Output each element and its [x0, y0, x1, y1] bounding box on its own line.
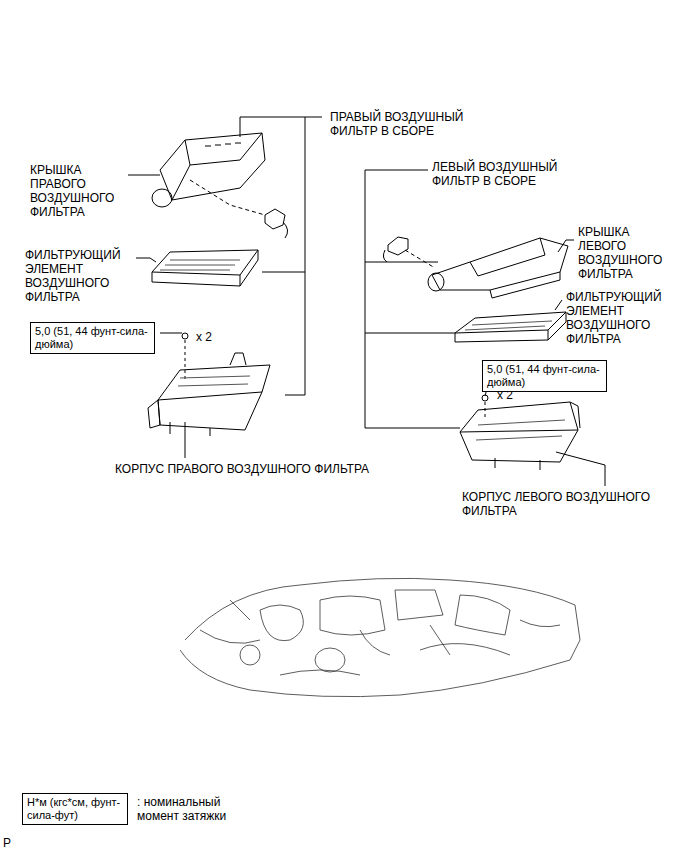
- part-name: ПРАВЫЙ ВОЗДУШНЫЙ ФИЛЬТР В СБОРЕ: [330, 110, 490, 138]
- quantity-label: P: [3, 836, 11, 850]
- part-name: КОРПУС ПРАВОГО ВОЗДУШНОГО ФИЛЬТРА: [115, 462, 369, 476]
- air-filter-case: [460, 395, 580, 470]
- quantity-label: x 2: [196, 330, 212, 344]
- part-name: КОРПУС ЛЕВОГО ВОЗДУШНОГО ФИЛЬТРА: [462, 490, 677, 518]
- air-filter-cover: [383, 237, 568, 298]
- filter-element: [455, 312, 566, 342]
- part-name: КРЫШКА ЛЕВОГО ВОЗДУШНОГО ФИЛЬТРА: [578, 225, 674, 281]
- air-filter-case: [148, 333, 270, 436]
- part-name: ЛЕВЫЙ ВОЗДУШНЫЙ ФИЛЬТР В СБОРЕ: [432, 160, 597, 188]
- part-name: ФИЛЬТРУЮЩИЙ ЭЛЕМЕНТ ВОЗДУШНОГО ФИЛЬТРА: [25, 248, 137, 304]
- torque-box: 5,0 (51, 44 фунт-сила-дюйма): [30, 322, 155, 354]
- part-name: : номинальный момент затяжки: [137, 795, 249, 823]
- engine-bay-illustration: [180, 578, 580, 696]
- filter-element: [152, 250, 258, 286]
- torque-box: 5,0 (51, 44 фунт-сила-дюйма): [482, 360, 607, 392]
- torque-value: 5,0 (51, 44 фунт-сила-дюйма): [35, 325, 150, 351]
- torque-box: Н*м (кгс*см, фунт-сила-фут): [22, 793, 128, 825]
- assembly-bracket: [365, 170, 460, 428]
- air-filter-cover: [152, 133, 288, 238]
- torque-value: Н*м (кгс*см, фунт-сила-фут): [27, 796, 123, 822]
- assembly-bracket: [240, 117, 322, 395]
- torque-value: 5,0 (51, 44 фунт-сила-дюйма): [487, 363, 602, 389]
- leader-line: [128, 175, 605, 486]
- part-name: КРЫШКА ПРАВОГО ВОЗДУШНОГО ФИЛЬТРА: [30, 163, 126, 219]
- part-name: ФИЛЬТРУЮЩИЙ ЭЛЕМЕНТ ВОЗДУШНОГО ФИЛЬТРА: [566, 290, 678, 346]
